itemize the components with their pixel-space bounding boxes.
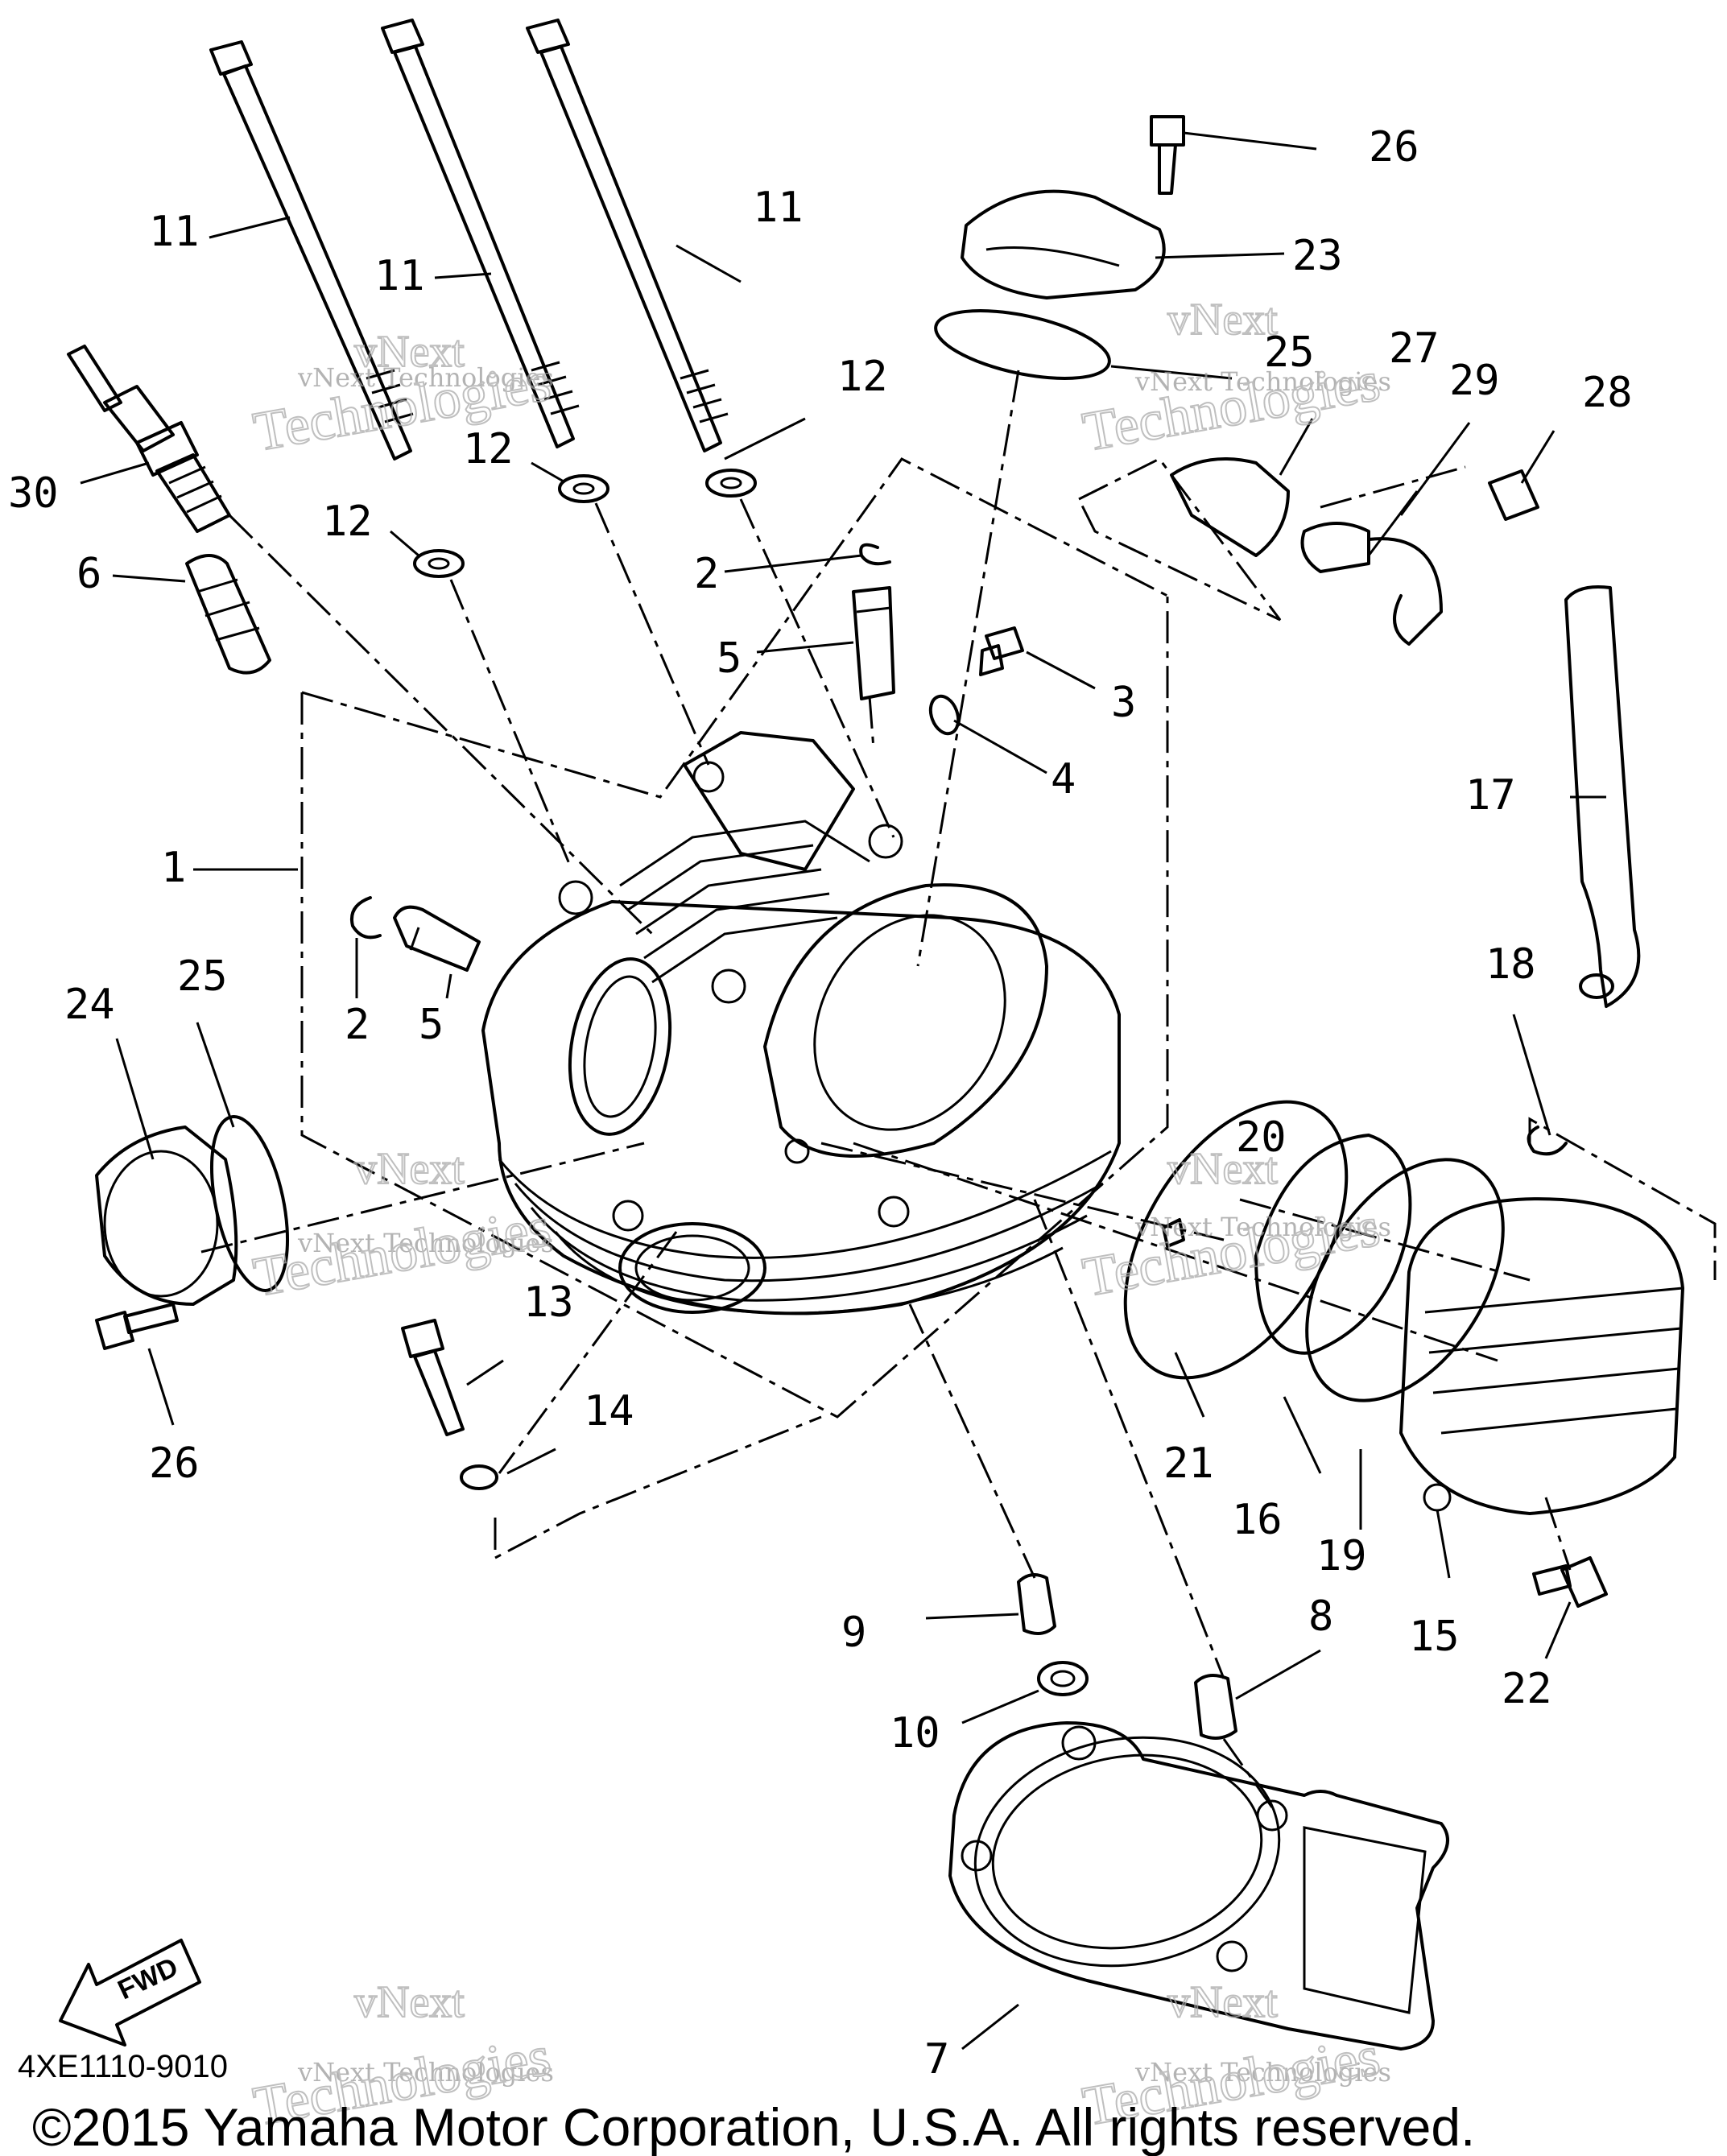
watermark-text: vNext Technologies [1134, 366, 1391, 397]
callout-16: 16 [1232, 1496, 1283, 1544]
callout-5a: 5 [717, 634, 742, 683]
assembly-outline [300, 457, 1717, 1560]
callout-2a: 2 [694, 550, 719, 598]
dowel-pin-6 [185, 554, 271, 675]
callout-26b: 26 [149, 1439, 200, 1488]
callout-30: 30 [8, 469, 59, 518]
stud-bolt-3 [526, 19, 729, 452]
head-gasket-7 [948, 1721, 1449, 2051]
callout-3: 3 [1111, 679, 1136, 727]
callout-25b: 25 [177, 952, 228, 1001]
copyright: ©2015 Yamaha Motor Corporation, U.S.A. A… [32, 2097, 1475, 2156]
callout-5b: 5 [419, 1001, 444, 1049]
callout-11a: 11 [149, 208, 200, 256]
callout-12c: 12 [837, 353, 888, 401]
washers [413, 469, 757, 578]
bolt-3 [979, 626, 1024, 676]
callout-9: 9 [841, 1609, 866, 1657]
screw-26-top [1150, 115, 1185, 195]
watermark-big: vNext [1167, 1977, 1278, 2027]
callout-28-value: 28 [1582, 369, 1633, 417]
watermark-text: vNext Technologies [297, 362, 554, 393]
callout-21-label: 21 [1163, 1439, 1214, 1488]
watermark-big: Technologies [249, 1196, 555, 1308]
dowel-8 [1194, 1674, 1237, 1740]
callout-12b: 12 [463, 425, 514, 473]
bracket-group [1170, 457, 1539, 646]
callout-4: 4 [1051, 755, 1076, 803]
watermark-text: vNext Technologies [297, 2057, 554, 2088]
spark-plug [67, 345, 231, 533]
callout-26a: 26 [1369, 123, 1419, 171]
washer-4 [928, 694, 961, 736]
callout-11b: 11 [374, 252, 425, 300]
callout-13: 13 [523, 1278, 574, 1327]
fwd-arrow-icon: FWD [59, 1939, 201, 2047]
watermark-big: vNext [1167, 295, 1278, 345]
cap-24 [95, 1125, 238, 1306]
callout-24: 24 [64, 981, 115, 1029]
stud-bolt-2 [381, 19, 580, 448]
callout-20: 20 [1236, 1113, 1287, 1162]
watermark-text: vNext Technologies [1134, 2057, 1391, 2088]
callout-10: 10 [890, 1709, 940, 1757]
callout-2b: 2 [345, 1001, 370, 1049]
leader-lines [80, 131, 1606, 2051]
callout-19: 19 [1316, 1532, 1367, 1580]
callout-6: 6 [76, 550, 101, 598]
callout-1: 1 [161, 844, 186, 892]
watermark-big: vNext [354, 327, 465, 377]
o-ring-23 [934, 309, 1111, 380]
washer-10 [1037, 1661, 1089, 1696]
callout-15-label: 15 [1409, 1613, 1460, 1661]
callout-7: 7 [924, 2035, 949, 2084]
callout-14: 14 [584, 1387, 634, 1435]
callout-8: 8 [1308, 1592, 1333, 1641]
screw-26-left [95, 1303, 179, 1350]
watermark-big: vNext [1167, 1144, 1278, 1194]
watermark-big: vNext [354, 1144, 465, 1194]
callout-23: 23 [1292, 232, 1343, 280]
watermark-big: vNext [354, 1977, 465, 2027]
callout-22-label: 22 [1502, 1665, 1552, 1713]
tappet-cover-assembly [1123, 1100, 1684, 1608]
cap-23 [961, 189, 1166, 299]
stud-bolts [209, 19, 729, 461]
cylinder-head [481, 731, 1121, 1315]
callout-11c: 11 [753, 184, 804, 232]
breather-hose [1527, 585, 1641, 1156]
callout-27: 27 [1389, 324, 1440, 373]
clips-and-guides [350, 543, 895, 972]
washer-14 [460, 1464, 498, 1490]
callout-17: 17 [1465, 771, 1516, 820]
dowel-9 [1017, 1573, 1056, 1635]
watermark-text: vNext Technologies [1134, 1212, 1391, 1242]
callout-25a: 25 [1264, 328, 1315, 377]
callout-18: 18 [1485, 940, 1536, 989]
callout-12a: 12 [322, 498, 373, 546]
bolt-13 [401, 1319, 465, 1436]
callout-labels: 11 11 11 12 12 12 30 6 2 5 3 4 1 2 5 26 … [8, 123, 1633, 2084]
diagram-code: 4XE1110-9010 [18, 2049, 228, 2084]
callout-29: 29 [1449, 357, 1500, 405]
stud-bolt-1 [209, 40, 414, 461]
watermark-text: vNext Technologies [297, 1228, 554, 1258]
